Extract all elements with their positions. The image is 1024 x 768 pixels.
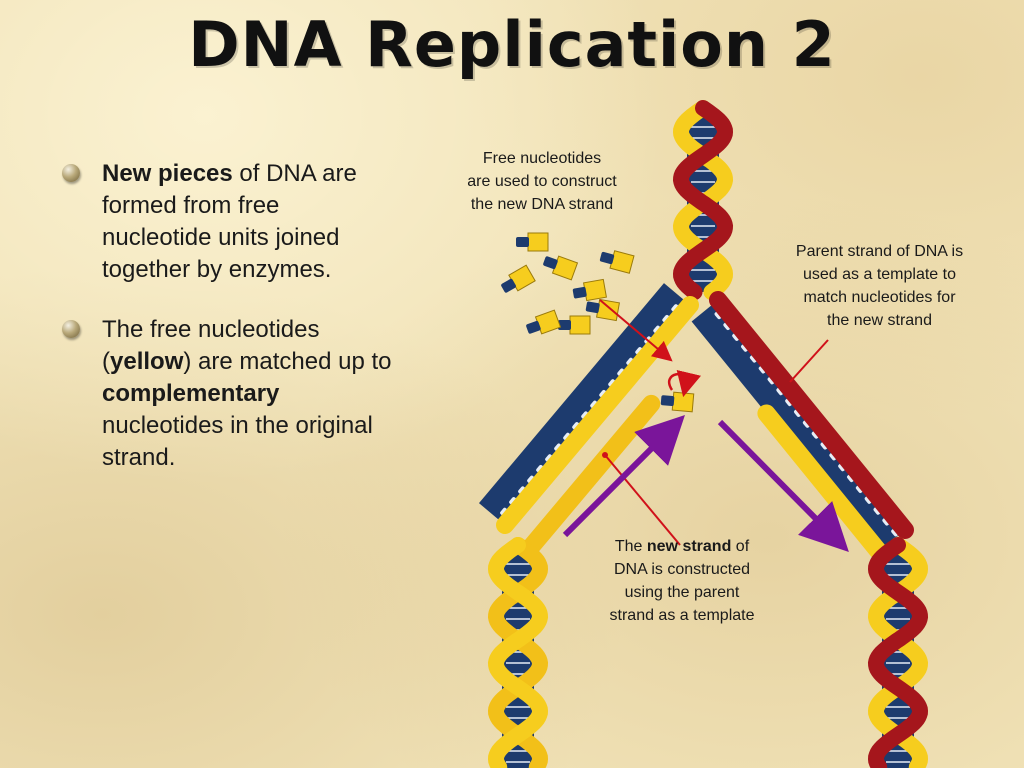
free-nucleotide — [526, 309, 562, 335]
daughter-helix-right — [867, 537, 929, 768]
bullet-list: New pieces of DNA are formed from free n… — [62, 158, 392, 502]
nucleotide-sugar — [569, 315, 591, 335]
nucleotide-base — [526, 320, 541, 334]
bullet-2-bold-yellow: yellow — [110, 348, 184, 375]
parent-line-2: used as a template to — [803, 266, 956, 283]
parent-double-helix — [672, 100, 734, 300]
free-nt-line-3: the new DNA strand — [470, 196, 614, 213]
nucleotide-base — [558, 320, 571, 330]
new-strand-label: The new strand of DNA is constructed usi… — [582, 535, 782, 627]
base-ladder — [478, 283, 690, 525]
nucleotide-sugar — [596, 298, 620, 322]
base-ladder — [691, 300, 905, 552]
nucleotide-base — [501, 278, 516, 293]
free-nucleotides-label: Free nucleotides are used to construct t… — [432, 147, 652, 216]
parent-line-4: the new strand — [827, 312, 932, 329]
parent-strand-label: Parent strand of DNA is used as a templa… — [772, 240, 987, 332]
daughter-helix-left — [487, 537, 549, 768]
bullet-icon — [62, 320, 80, 338]
parent-strand-pointer — [789, 339, 829, 383]
parent-line-1: Parent strand of DNA is — [795, 243, 964, 260]
free-nucleotide — [585, 298, 620, 322]
nucleotide-sugar — [527, 232, 549, 252]
nucleotide-sugar — [671, 391, 695, 413]
replication-fork — [478, 283, 914, 561]
new-strand-bold: new strand — [646, 538, 732, 555]
bullet-2-text-c: nucleotides in the original strand. — [102, 412, 373, 471]
bullet-item-1: New pieces of DNA are formed from free n… — [62, 158, 392, 286]
nucleotide-sugar — [583, 278, 607, 302]
bullet-item-2: The free nucleotides (yellow) are matche… — [62, 314, 392, 474]
nucleotide-base — [599, 251, 615, 265]
free-nucleotides-pointer — [599, 299, 673, 362]
bullet-2-bold-complementary: complementary — [102, 380, 280, 407]
free-nucleotide — [558, 315, 591, 335]
strand-front — [867, 537, 929, 768]
bullet-2-text-b: ) are matched up to — [183, 348, 392, 375]
bullet-2-text-a: The free nucleotides ( — [102, 316, 320, 375]
strand-front — [487, 537, 549, 768]
strand-front — [672, 100, 734, 300]
new-strand-pointer-dot — [602, 452, 608, 458]
new-strand-pointer — [604, 454, 681, 546]
free-nucleotide — [501, 264, 536, 293]
new-strand-line-2: DNA is constructed — [613, 561, 751, 578]
nucleotide-base — [516, 237, 529, 247]
new-strand-line-1: The new strand of — [582, 535, 782, 558]
nucleotide-base — [572, 286, 587, 299]
nucleotide-base — [585, 301, 600, 314]
new-strand-arm — [757, 404, 888, 561]
free-nucleotide — [599, 250, 635, 274]
slide-title: DNA Replication 2 — [188, 8, 836, 81]
bullet-1-bold-text: New pieces — [102, 160, 233, 187]
new-strand-line-1-pre: The — [614, 538, 647, 555]
strand-back — [867, 537, 929, 768]
free-nucleotide — [660, 391, 695, 413]
free-nucleotides — [501, 232, 695, 413]
parent-strand-arm — [496, 296, 699, 534]
free-nucleotide — [572, 278, 607, 302]
strand-back — [487, 537, 549, 768]
label-pointers — [562, 299, 849, 553]
nucleotide-sugar — [609, 250, 635, 274]
free-nt-line-2: are used to construct — [467, 173, 617, 190]
synthesis-direction-arrow-right — [717, 419, 849, 553]
parent-line-3: match nucleotides for — [803, 289, 956, 306]
synthesis-direction-arrow-left — [562, 415, 685, 538]
nucleotide-base — [660, 395, 675, 407]
free-nt-line-1: Free nucleotides — [482, 150, 602, 167]
free-nucleotide — [516, 232, 549, 252]
new-strand-arm — [522, 394, 661, 556]
new-strand-line-3: using the parent — [624, 584, 740, 601]
pairing-curved-arrow — [668, 369, 702, 398]
new-strand-line-4: strand as a template — [609, 607, 755, 624]
new-strand-line-1-post: of — [731, 538, 750, 555]
bullet-icon — [62, 164, 80, 182]
free-nucleotide — [543, 255, 579, 281]
nucleotide-base — [543, 256, 558, 270]
parent-strand-arm — [709, 291, 914, 539]
bullet-1-text: of DNA are formed from free nucleotide u… — [102, 160, 357, 283]
